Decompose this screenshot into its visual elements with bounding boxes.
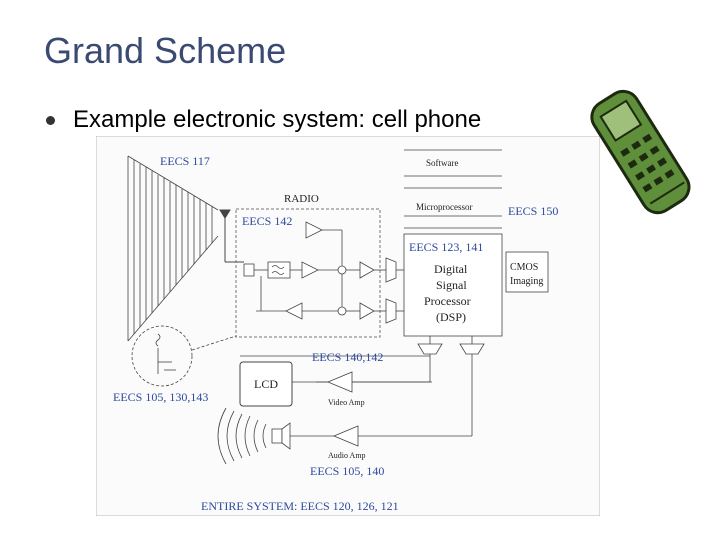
- bullet-item: Example electronic system: cell phone: [46, 106, 481, 134]
- label-audio-amp: Audio Amp: [328, 451, 366, 460]
- label-microprocessor: Microprocessor: [416, 202, 472, 212]
- dsp-converters: [417, 336, 485, 355]
- label-software: Software: [426, 158, 459, 168]
- radio-internal-circuit: [243, 221, 404, 324]
- label-eecs-117: EECS 117: [160, 154, 210, 168]
- lcd-block: [239, 361, 293, 407]
- label-eecs-105-140: EECS 105, 140: [310, 464, 384, 478]
- bullet-text: Example electronic system: cell phone: [73, 106, 482, 133]
- label-eecs-150: EECS 150: [508, 204, 558, 218]
- radio-block: [235, 208, 381, 338]
- label-lcd: LCD: [254, 377, 278, 391]
- cell-phone-icon: [590, 89, 691, 215]
- antenna-icon: [219, 209, 244, 263]
- software-stack: [404, 149, 502, 229]
- bullet-dot: [46, 115, 55, 125]
- audio-amp-icon: [332, 425, 359, 447]
- antenna-radiation-fan: [127, 155, 219, 342]
- cell-phone-system-diagram: EECS 117 RADIO EECS 142: [96, 136, 600, 516]
- transistor-detail-circle: [131, 325, 193, 387]
- dsp-block: [403, 233, 503, 337]
- label-imaging: Imaging: [510, 276, 543, 287]
- label-dsp-digital: Digital: [434, 262, 468, 276]
- label-radio: RADIO: [284, 193, 319, 205]
- cmos-imaging-block: [505, 251, 549, 293]
- label-dsp-abbrev: (DSP): [436, 310, 466, 324]
- label-eecs-140-142: EECS 140,142: [312, 350, 383, 364]
- speaker-icon: [217, 407, 291, 465]
- label-dsp-signal: Signal: [436, 278, 467, 292]
- label-eecs-123-141: EECS 123, 141: [409, 240, 483, 254]
- detail-pointer: [191, 335, 237, 351]
- slide-title: Grand Scheme: [44, 30, 287, 71]
- label-cmos: CMOS: [510, 262, 538, 273]
- video-amp-icon: [326, 371, 353, 393]
- label-eecs-105-130-143: EECS 105, 130,143: [113, 390, 208, 404]
- label-dsp-processor: Processor: [424, 294, 471, 308]
- label-entire-system: ENTIRE SYSTEM: EECS 120, 126, 121: [201, 499, 399, 513]
- transistor-icon: [155, 333, 176, 374]
- label-eecs-142: EECS 142: [242, 214, 292, 228]
- label-video-amp: Video Amp: [328, 398, 365, 407]
